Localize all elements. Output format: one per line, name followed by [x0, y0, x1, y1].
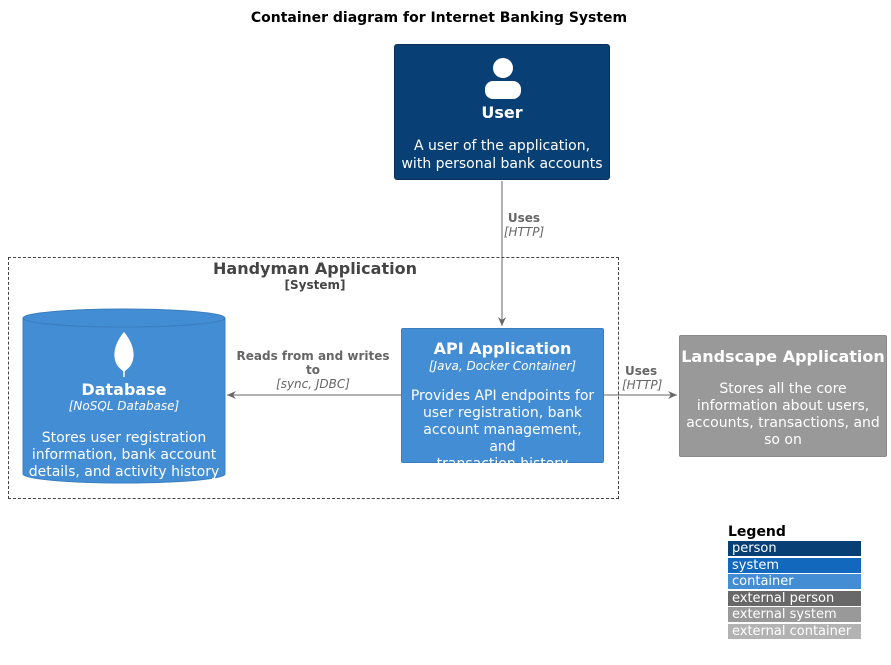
relation-technology: [HTTP]	[503, 225, 545, 239]
leaf-icon	[114, 332, 134, 377]
relation-user-api-label: Uses [HTTP]	[496, 211, 552, 239]
person-desc-line: with personal bank accounts	[401, 156, 603, 172]
person-user[interactable]: User A user of the application, with per…	[394, 44, 610, 180]
legend-title: Legend	[728, 524, 786, 540]
boundary-type: [System]	[284, 278, 346, 292]
database-desc-line: information, bank account	[31, 447, 217, 463]
api-desc-line: user registration, bank	[422, 405, 583, 421]
api-technology: [Java, Docker Container]	[428, 359, 577, 373]
external-name: Landscape Application	[681, 347, 885, 366]
relation-technology: [sync, JDBC]	[276, 377, 350, 391]
database-description: Stores user registration information, ba…	[23, 430, 225, 481]
legend-item-external-system: external system	[728, 607, 861, 622]
relation-label: Uses	[507, 211, 541, 225]
person-name: User	[481, 103, 523, 122]
api-desc-line: Provides API endpoints for	[410, 388, 595, 404]
relation-label: Uses	[625, 364, 658, 378]
external-description: Stores all the core information about us…	[680, 381, 886, 449]
relation-api-external-label: Uses [HTTP]	[620, 364, 664, 392]
legend-item-person: person	[728, 541, 861, 556]
external-desc-line: Stores all the core	[719, 381, 847, 397]
legend-item-external-container: external container	[728, 623, 861, 639]
api-application-container[interactable]: API Application [Java, Docker Container]…	[401, 328, 604, 472]
external-system-landscape[interactable]: Landscape Application Stores all the cor…	[679, 335, 887, 457]
api-desc-line: account management, and	[423, 422, 582, 455]
legend-item-external-person: external person	[728, 590, 861, 606]
person-icon	[485, 58, 521, 99]
boundary-name: Handyman Application	[213, 259, 417, 278]
external-desc-line: accounts, transactions, and	[686, 415, 880, 431]
external-desc-line: information about users,	[696, 398, 870, 414]
database-desc-line: Stores user registration	[41, 430, 207, 446]
relation-label: Reads from and writes	[236, 349, 390, 363]
person-description: A user of the application, with personal…	[395, 137, 609, 173]
legend-item-container: container	[728, 574, 861, 589]
system-boundary: Handyman Application [System]	[8, 257, 619, 499]
api-name: API Application	[433, 339, 572, 358]
legend-item-system: system	[728, 557, 861, 573]
database-desc-line: details, and activity history	[28, 464, 220, 480]
relation-label: to	[306, 363, 320, 377]
diagram-title: Container diagram for Internet Banking S…	[250, 10, 628, 26]
api-description: Provides API endpoints for user registra…	[402, 388, 603, 473]
database-technology: [NoSQL Database]	[68, 399, 180, 413]
legend: Legend person system container external …	[728, 524, 861, 640]
relation-api-database-label: Reads from and writes to [sync, JDBC]	[234, 349, 392, 391]
relation-technology: [HTTP]	[622, 378, 663, 392]
api-desc-line: transaction history	[436, 456, 569, 472]
database-cylinder	[22, 308, 226, 484]
person-desc-line: A user of the application,	[413, 138, 591, 154]
external-desc-line: so on	[764, 432, 802, 448]
database-name: Database	[81, 380, 167, 399]
